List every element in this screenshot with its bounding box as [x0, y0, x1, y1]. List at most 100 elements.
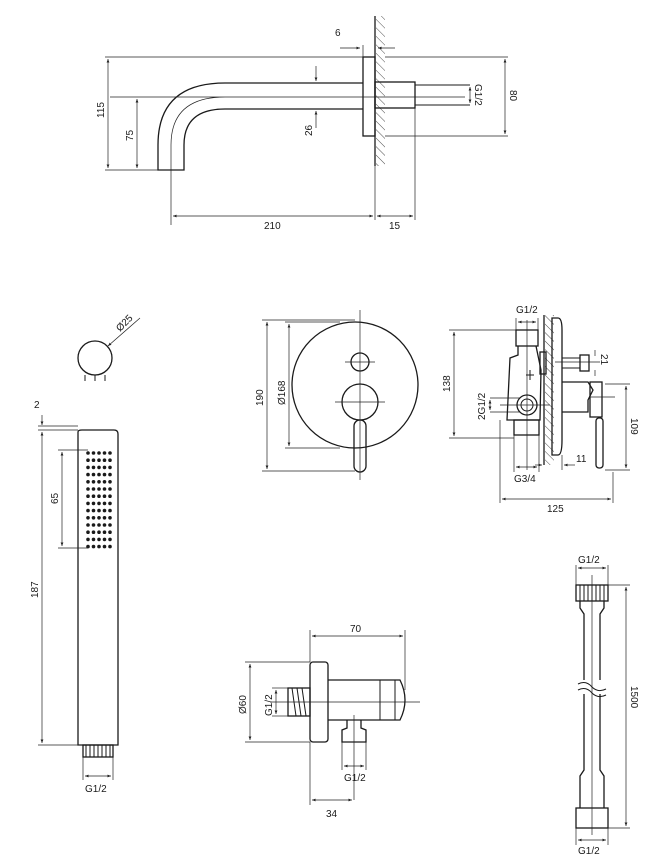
nozzle-dot	[102, 530, 107, 534]
nozzle-dot	[86, 451, 90, 455]
spout-view: 6 115 75 26 G1/2 80 210 15	[96, 16, 518, 232]
nozzle-dot	[102, 451, 107, 455]
nozzle-dot	[97, 451, 101, 455]
hand-shower-body	[77, 429, 119, 746]
plate-dim-190: 190	[255, 389, 266, 406]
shower-dim-65: 65	[50, 492, 61, 504]
knob-circle	[77, 340, 113, 376]
spout-dim-g12: G1/2	[472, 84, 483, 106]
nozzle-dot	[97, 472, 101, 477]
wall-hatch	[376, 16, 385, 166]
hose-dim-1500: 1500	[628, 686, 639, 709]
knob-dim-25: Ø25	[114, 313, 135, 334]
nozzle-dot	[97, 508, 101, 513]
mixer-dim-125: 125	[547, 504, 564, 515]
nozzle-dot	[91, 544, 96, 549]
mixer-dim-138: 138	[442, 375, 453, 392]
plate-dim-168: Ø168	[277, 380, 288, 405]
outlet-dim-70: 70	[350, 624, 362, 635]
nozzle-dot	[86, 480, 90, 484]
hose-dim-g12-bottom: G1/2	[578, 846, 600, 857]
nozzle-dot	[86, 508, 90, 513]
outlet-dim-34: 34	[326, 809, 338, 820]
nozzle-dot	[91, 480, 96, 484]
outlet-body	[328, 679, 406, 721]
nozzle-dot	[108, 537, 112, 542]
nozzle-dot	[108, 530, 112, 534]
outlet-dim-g12-side: G1/2	[264, 694, 275, 716]
nozzle-dot	[97, 516, 101, 520]
shower-dim-g12: G1/2	[85, 784, 107, 795]
nozzle-dot	[91, 530, 96, 534]
nozzle-dot	[108, 458, 112, 463]
hose-lower	[579, 694, 605, 808]
nozzle-dot	[102, 523, 107, 527]
mixer-plate	[551, 317, 563, 456]
spout-dim-6: 6	[335, 28, 341, 39]
nozzle-dot	[102, 465, 107, 470]
mixer-dim-109: 109	[628, 418, 639, 435]
nozzle-dot	[86, 458, 90, 463]
spout-dim-75: 75	[125, 129, 136, 141]
nozzle-dot	[86, 487, 90, 491]
nozzle-dot	[86, 494, 90, 499]
hand-shower-view: 2 187 65 G1/2	[30, 400, 119, 795]
nozzle-dot	[91, 465, 96, 470]
nozzle-dot	[102, 472, 107, 477]
spout-connector	[374, 81, 416, 109]
nozzle-dot	[108, 465, 112, 470]
handle-lever-side	[595, 417, 604, 469]
nozzle-dot	[97, 501, 101, 506]
spout-dim-15: 15	[389, 221, 401, 232]
nozzle-dot	[108, 472, 112, 477]
nozzle-dot	[91, 508, 96, 513]
wall-hatch	[545, 315, 554, 465]
nozzle-dot	[86, 501, 90, 506]
spout-pipe	[157, 82, 363, 171]
nozzle-grid	[86, 451, 112, 549]
nozzle-dot	[91, 537, 96, 542]
bottom-inlet	[513, 419, 540, 436]
nozzle-dot	[97, 494, 101, 499]
spout-dim-26: 26	[304, 124, 315, 136]
mixer-dim-g34: G3/4	[514, 474, 536, 485]
nozzle-dot	[108, 501, 112, 506]
hose-dim-g12-top: G1/2	[578, 555, 600, 566]
knob-view: Ø25	[77, 313, 141, 381]
nozzle-dot	[97, 465, 101, 470]
spout-centerline	[110, 96, 226, 225]
nozzle-dot	[91, 494, 96, 499]
nozzle-dot	[108, 494, 112, 499]
nozzle-dot	[102, 508, 107, 513]
nozzle-dot	[86, 472, 90, 477]
mixer-dim-11: 11	[576, 454, 587, 465]
nozzle-dot	[91, 523, 96, 527]
valve-body	[506, 345, 542, 421]
cover-plate-view: 190 Ø168	[255, 310, 419, 480]
outlet-dim-g12-bottom: G1/2	[344, 773, 366, 784]
nozzle-dot	[108, 544, 112, 549]
handle-hub-side	[589, 381, 603, 418]
nozzle-dot	[86, 516, 90, 520]
nozzle-dot	[102, 487, 107, 491]
nozzle-dot	[86, 465, 90, 470]
nozzle-dot	[91, 458, 96, 463]
nozzle-dot	[97, 458, 101, 463]
mixer-dim-g12-top: G1/2	[516, 305, 538, 316]
mixer-dim-21: 21	[598, 354, 609, 366]
nozzle-dot	[108, 480, 112, 484]
hose-upper	[579, 601, 605, 680]
handle-stem	[562, 381, 594, 413]
spout-dim-210: 210	[264, 221, 281, 232]
nozzle-dot	[108, 516, 112, 520]
nozzle-dot	[91, 451, 96, 455]
nozzle-dot	[86, 530, 90, 534]
nozzle-dot	[97, 487, 101, 491]
shower-dim-2: 2	[34, 400, 40, 411]
nozzle-dot	[108, 451, 112, 455]
spout-dim-80: 80	[507, 90, 518, 102]
nozzle-dot	[86, 544, 90, 549]
nozzle-dot	[102, 494, 107, 499]
